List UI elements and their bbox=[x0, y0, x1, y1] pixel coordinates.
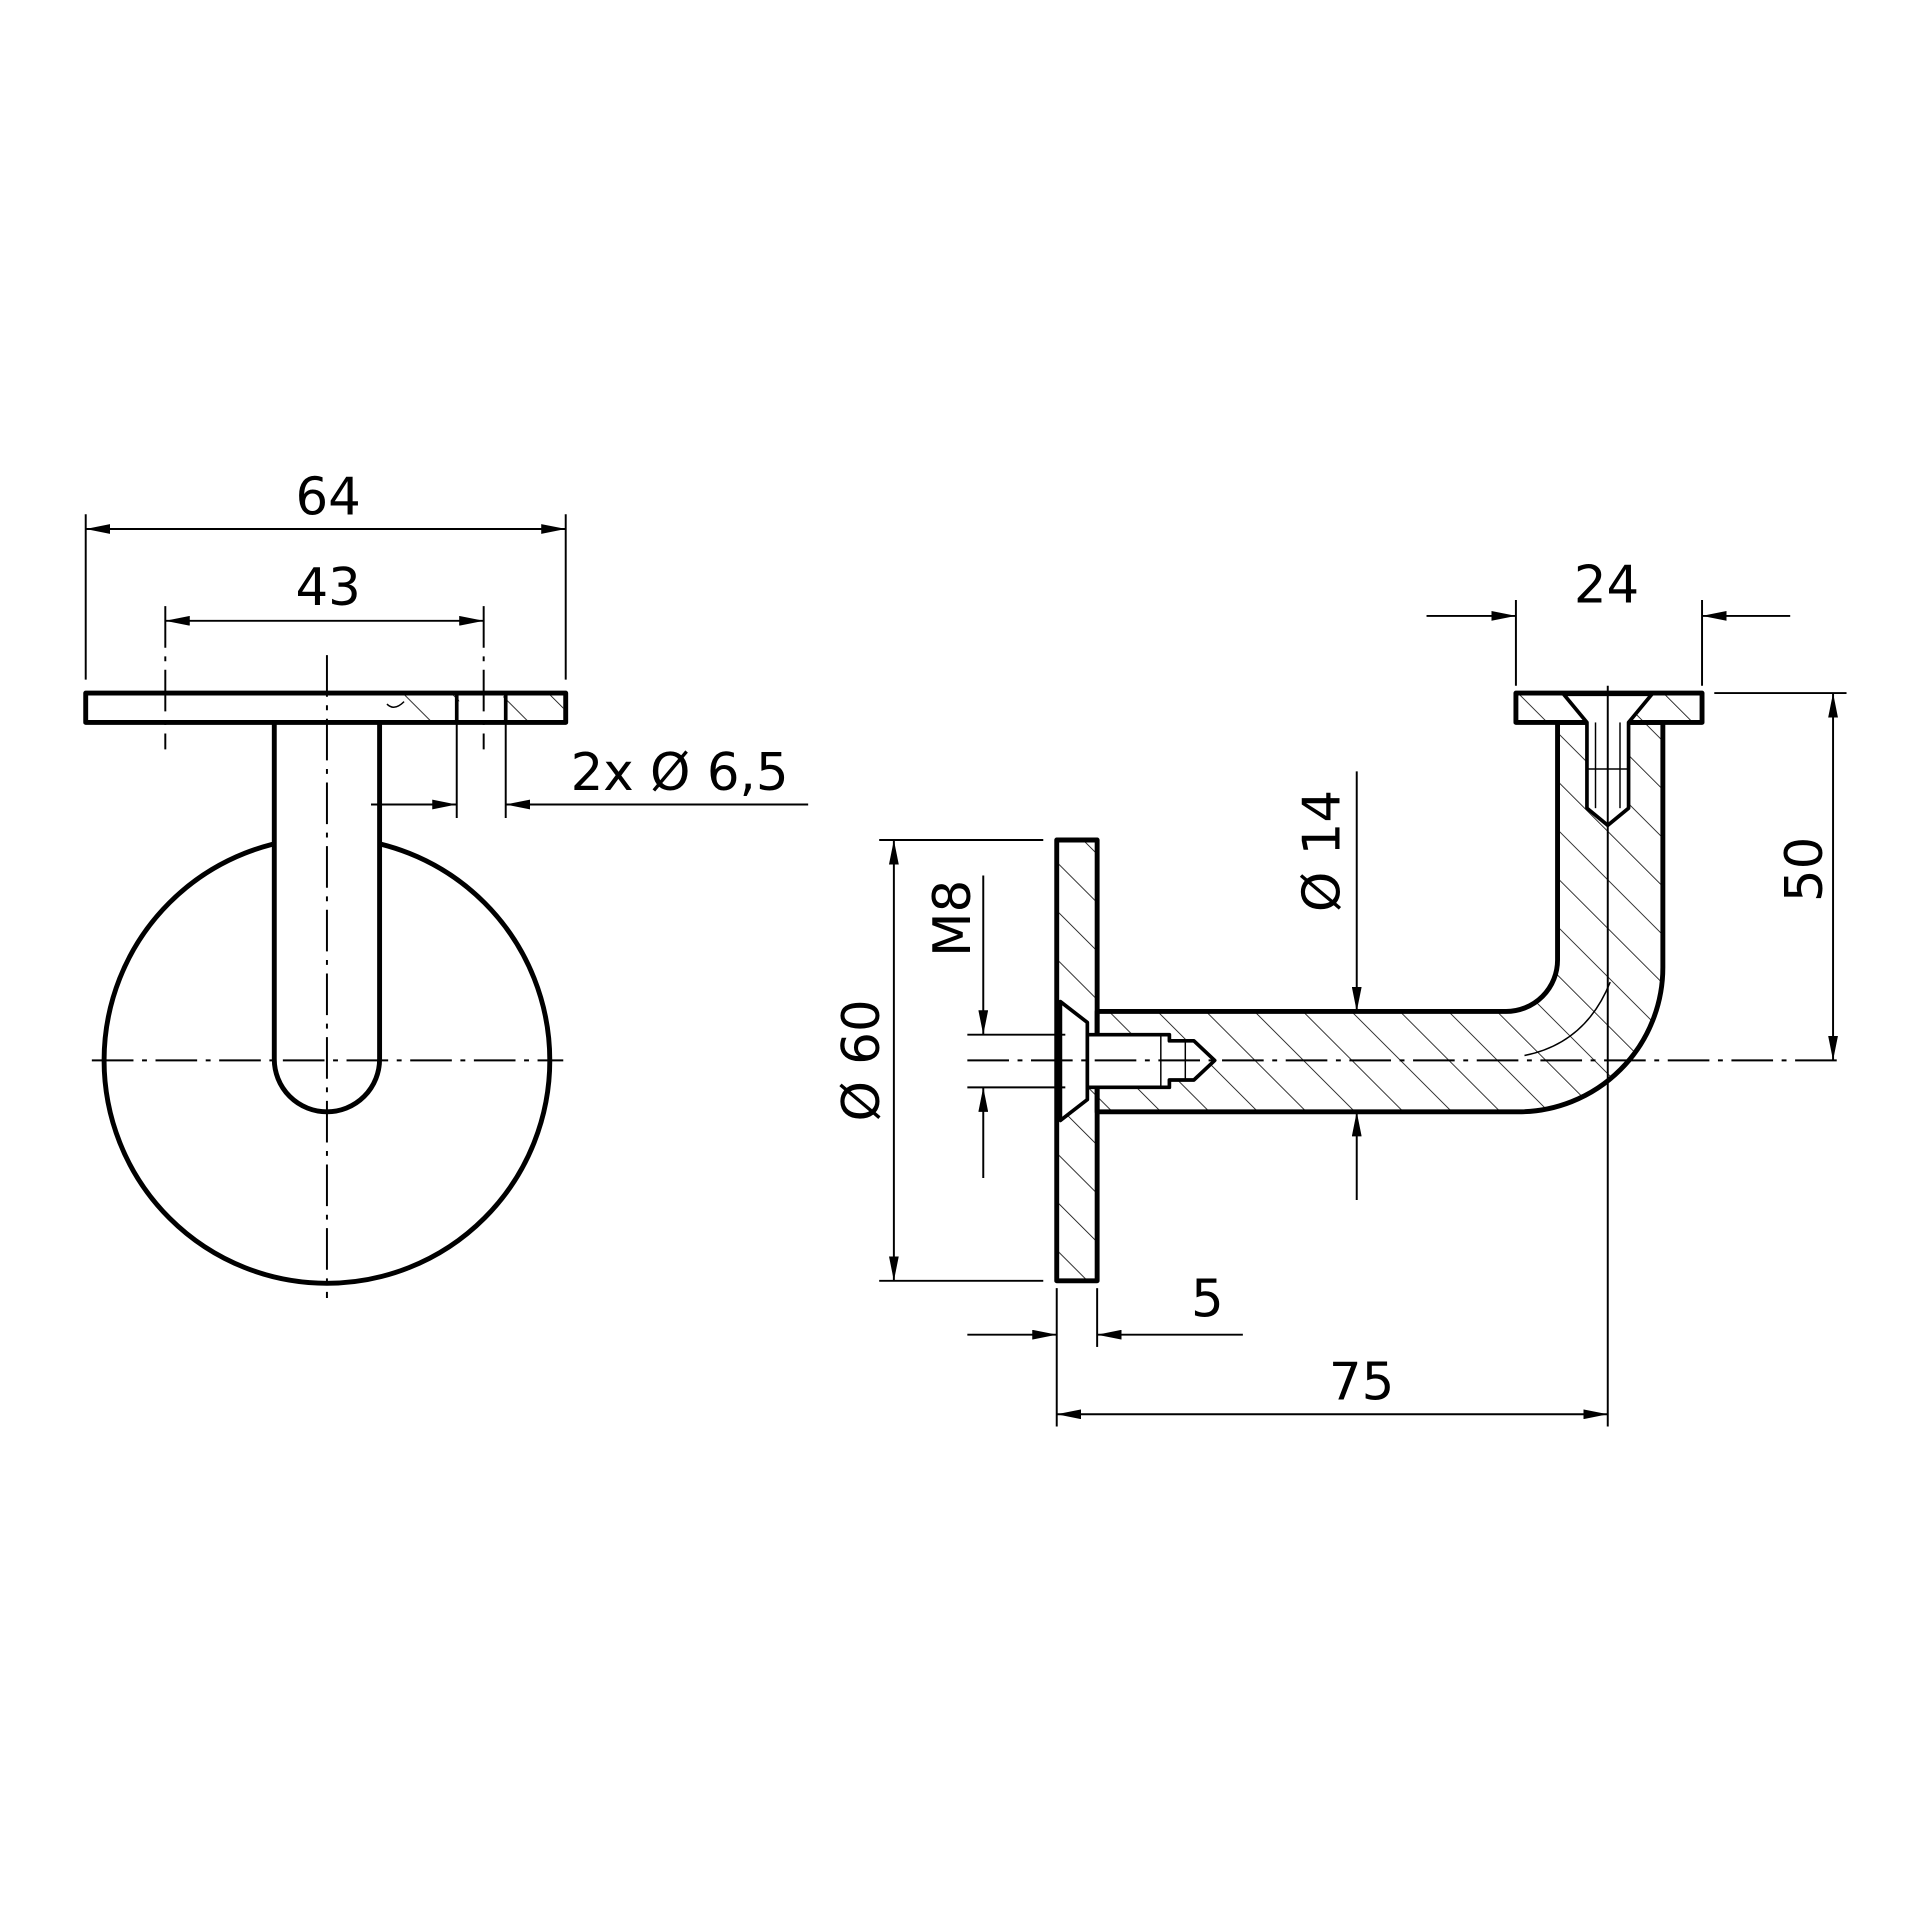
dimension-label-43: 43 bbox=[295, 558, 360, 618]
dimension-label-thread: M8 bbox=[923, 880, 983, 957]
dimension-label-holes: 2x Ø 6,5 bbox=[571, 743, 789, 803]
threaded-stud bbox=[1085, 1032, 1217, 1090]
dimension-label-5: 5 bbox=[1191, 1269, 1224, 1329]
dimension-label-64: 64 bbox=[295, 467, 360, 527]
arm-section bbox=[1094, 720, 1666, 1115]
dimension-label-50: 50 bbox=[1775, 837, 1835, 902]
dimension-label-tube-diameter: Ø 14 bbox=[1293, 790, 1353, 912]
front-view: 64 43 2x Ø 6,5 bbox=[83, 467, 809, 1298]
dimension-label-75: 75 bbox=[1329, 1353, 1394, 1413]
dimension-label-24: 24 bbox=[1574, 555, 1639, 615]
side-view: 24 50 Ø 14 M8 Ø 60 5 75 bbox=[832, 555, 1847, 1427]
countersunk-screw bbox=[1058, 999, 1090, 1123]
dimension-label-rosette-diameter: Ø 60 bbox=[832, 999, 892, 1121]
